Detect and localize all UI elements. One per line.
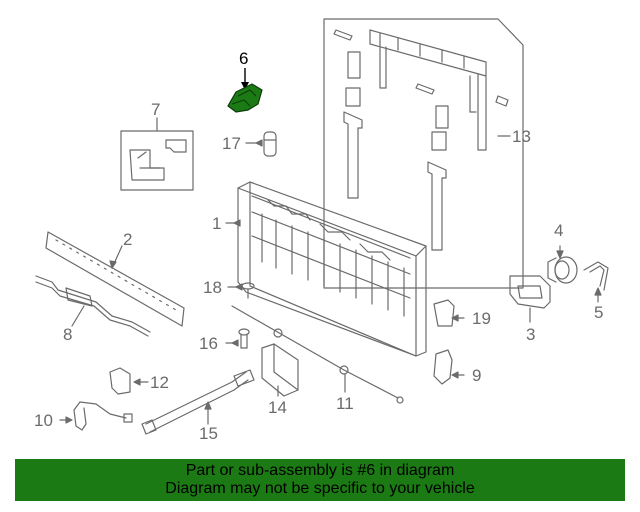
banner-line-1: Part or sub-assembly is #6 in diagram [185,462,455,479]
info-banner: Part or sub-assembly is #6 in diagram Di… [15,459,625,501]
shield-group[interactable] [261,343,299,397]
control-rod-group[interactable] [231,305,404,404]
hinge-bracket-group[interactable] [433,349,465,385]
callout-3: 3 [526,325,536,344]
torsion-rod-group[interactable] [141,369,255,435]
lock-cylinder-group[interactable] [547,245,578,284]
release-cable-group[interactable] [59,401,133,431]
callout-17: 17 [222,134,241,153]
banner-line-2: Diagram may not be specific to your vehi… [165,480,475,497]
trim-strip-group[interactable] [45,231,185,327]
callout-14: 14 [268,398,287,417]
handle-bezel-group[interactable] [509,275,551,323]
callout-2: 2 [123,230,133,249]
lock-clip-group[interactable] [583,261,609,303]
highlighted-part-6[interactable] [227,68,263,113]
callout-19: 19 [472,309,491,328]
callout-13: 13 [512,127,531,146]
callout-6: 6 [239,49,249,68]
callout-5: 5 [594,303,604,322]
callout-4: 4 [554,221,564,240]
callout-10: 10 [34,411,53,430]
hinge-cap-group[interactable] [433,299,465,327]
callout-11: 11 [336,394,354,413]
callout-8: 8 [63,325,73,344]
callout-15: 15 [199,424,218,443]
callout-1: 1 [212,214,222,233]
tailgate-group[interactable] [225,181,427,357]
callout-18: 18 [203,278,222,297]
support-strap-group[interactable] [35,275,151,337]
pivot-pin-group[interactable] [225,328,250,349]
rod-clip-group[interactable] [109,367,149,395]
callout-9: 9 [472,366,482,385]
callout-16: 16 [199,334,218,353]
step-assembly-group[interactable] [323,18,524,289]
callout-7: 7 [151,100,161,119]
callout-12: 12 [150,373,169,392]
latch-kit-group[interactable] [120,117,194,191]
rivet-group[interactable] [227,282,255,299]
bumper-stop-group[interactable] [245,131,277,157]
